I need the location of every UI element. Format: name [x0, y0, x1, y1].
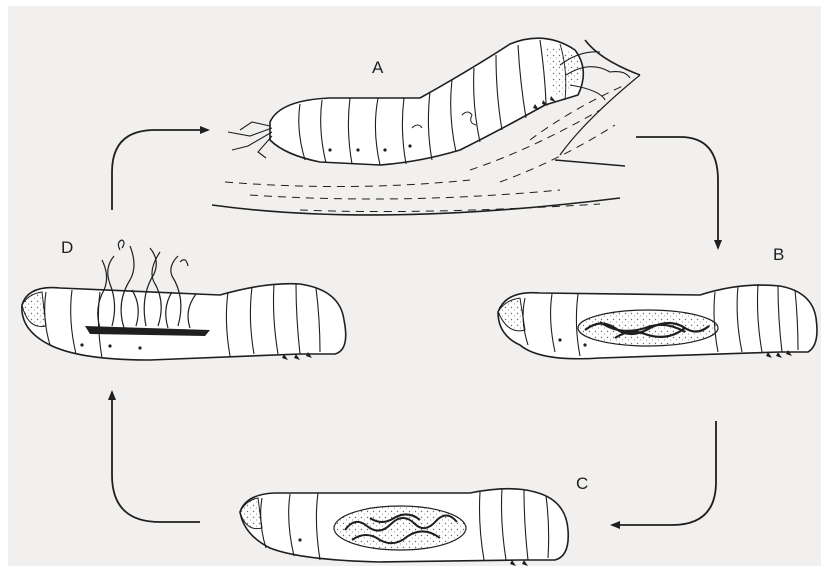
larva-a-body: [270, 38, 583, 165]
stage-label-b: B: [773, 246, 784, 263]
stage-label-a: A: [372, 59, 383, 76]
stage-d-larva-with-fruiting-bodies: [22, 240, 346, 360]
stage-label-d: D: [61, 239, 73, 256]
stage-b-larva-with-internal-worms: [498, 284, 817, 359]
arrow-d-to-a: [112, 130, 208, 210]
stage-label-c: C: [576, 475, 588, 492]
arrow-a-to-b: [636, 137, 718, 248]
arrow-c-to-d: [112, 392, 200, 522]
arrow-b-to-c: [612, 421, 716, 525]
stage-a-larva-on-branch: [212, 38, 640, 215]
stage-c-larva-with-coiled-worms: [240, 488, 568, 566]
